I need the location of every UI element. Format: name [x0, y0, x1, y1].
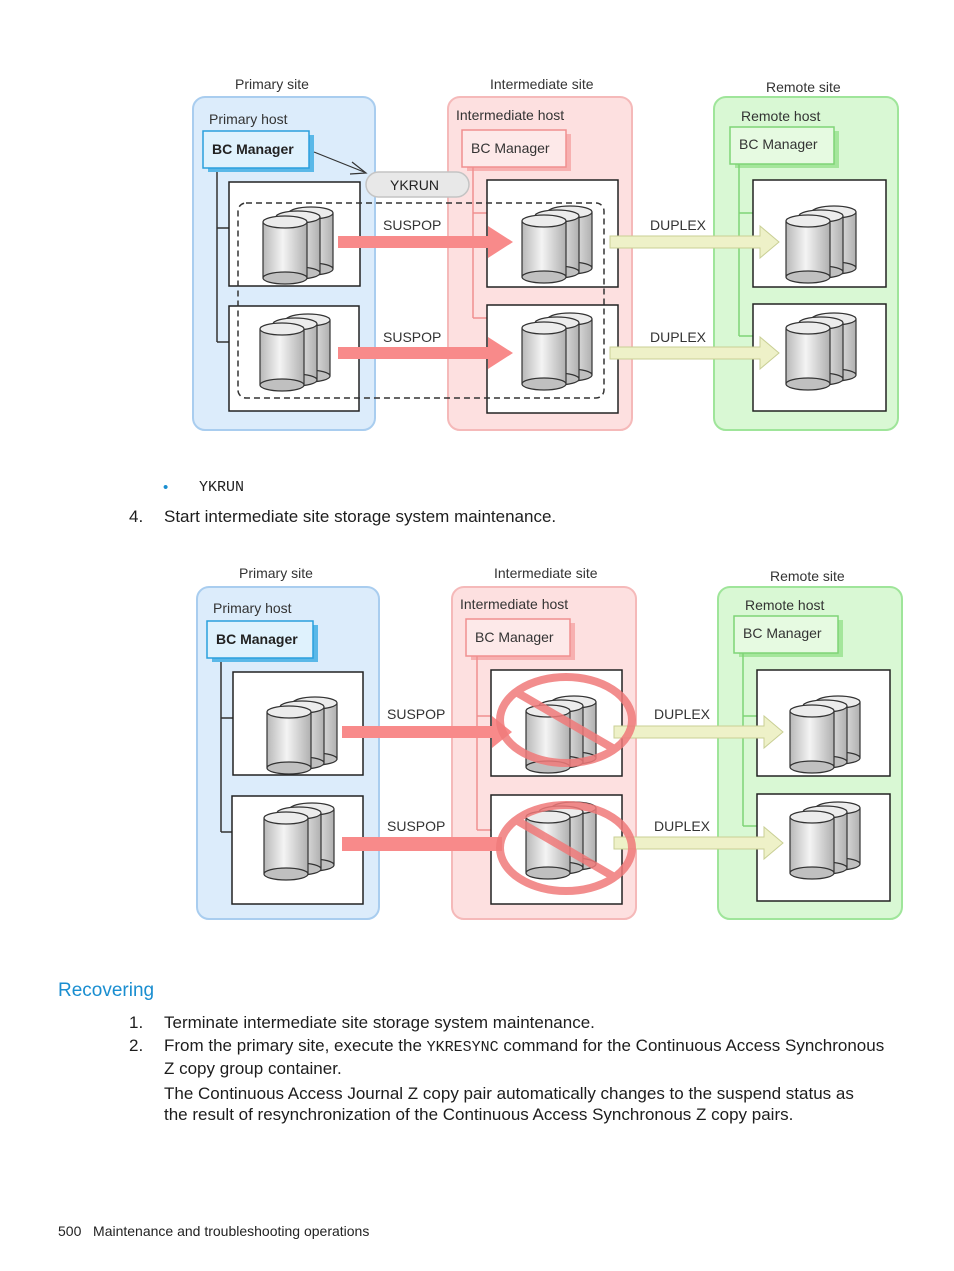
note-paragraph: The Continuous Access Journal Z copy pai…: [164, 1083, 924, 1127]
svg-text:BC Manager: BC Manager: [743, 625, 822, 641]
duplex-arrow-top: [613, 714, 784, 750]
duplex-arrow-top: [609, 224, 780, 260]
step-text: From the primary site, execute the YKRES…: [164, 1036, 885, 1078]
bc-manager-primary: [202, 130, 310, 169]
bc-manager-remote: [729, 126, 835, 165]
svg-text:BC Manager: BC Manager: [739, 136, 818, 152]
suspop-arrow-top: [342, 716, 512, 748]
bc-manager-intermediate: [465, 618, 571, 657]
suspop-arrow-bottom: [338, 337, 513, 369]
svg-text:BC Manager: BC Manager: [212, 141, 294, 157]
prohibited-icon-bottom: [496, 801, 636, 895]
svg-text:Remote site: Remote site: [770, 568, 845, 584]
primary-host-label: Primary host: [209, 111, 288, 127]
svg-text:SUSPOP: SUSPOP: [387, 818, 445, 834]
note-line-2: the result of resynchronization of the C…: [164, 1105, 794, 1124]
svg-text:Remote host: Remote host: [745, 597, 824, 613]
svg-text:SUSPOP: SUSPOP: [383, 329, 441, 345]
footer-title: Maintenance and troubleshooting operatio…: [93, 1223, 370, 1239]
command-ykresync: YKRESYNC: [426, 1039, 499, 1056]
page-number: 500: [58, 1223, 82, 1239]
svg-text:DUPLEX: DUPLEX: [654, 706, 711, 722]
intermediate-site-label: Intermediate site: [490, 76, 594, 92]
bullet-icon: •: [163, 479, 169, 496]
recover-step-1: 1. Terminate intermediate site storage s…: [129, 1012, 909, 1034]
ykrun-bubble: [365, 171, 470, 198]
svg-text:SUSPOP: SUSPOP: [387, 706, 445, 722]
step-number: 4.: [129, 507, 144, 526]
svg-text:BC Manager: BC Manager: [471, 140, 550, 156]
step-4: 4. Start intermediate site storage syste…: [129, 506, 909, 528]
duplex-arrow-bottom: [613, 825, 784, 861]
primary-site-label: Primary site: [235, 76, 309, 92]
suspop-arrow-top: [338, 226, 513, 258]
svg-text:DUPLEX: DUPLEX: [650, 217, 707, 233]
diagram-maintenance: Primary site Intermediate site Remote si…: [0, 490, 954, 940]
diagram-ykrun: Primary site Intermediate site Remote si…: [0, 0, 954, 450]
section-title-recovering: Recovering: [58, 980, 155, 1001]
remote-storage-1: [756, 669, 891, 777]
duplex-arrow-bottom: [609, 335, 780, 371]
svg-text:BC Manager: BC Manager: [216, 631, 298, 647]
svg-text:YKRUN: YKRUN: [390, 177, 439, 193]
svg-text:Primary host: Primary host: [213, 600, 292, 616]
remote-host-label: Remote host: [741, 108, 820, 124]
intermediate-host-label: Intermediate host: [456, 107, 564, 123]
svg-text:DUPLEX: DUPLEX: [650, 329, 707, 345]
svg-text:SUSPOP: SUSPOP: [383, 217, 441, 233]
bc-manager-primary: [206, 620, 314, 659]
bullet-command: YKRUN: [199, 479, 245, 496]
bc-manager-remote: [733, 615, 839, 654]
svg-text:Primary site: Primary site: [239, 565, 313, 581]
svg-text:BC Manager: BC Manager: [475, 629, 554, 645]
suspop-bar-bottom: [342, 837, 502, 851]
page-footer: 500 Maintenance and troubleshooting oper…: [58, 1223, 369, 1239]
remote-site-label: Remote site: [766, 79, 841, 95]
step-text: Start intermediate site storage system m…: [164, 507, 557, 526]
svg-text:Intermediate host: Intermediate host: [460, 596, 568, 612]
step-number: 1.: [129, 1013, 144, 1032]
svg-text:Intermediate site: Intermediate site: [494, 565, 598, 581]
step-text: Terminate intermediate site storage syst…: [164, 1013, 595, 1032]
copy-group-container: [237, 202, 605, 399]
note-line-1: The Continuous Access Journal Z copy pai…: [164, 1084, 854, 1103]
prohibited-icon-top: [496, 673, 636, 767]
step-number: 2.: [129, 1036, 144, 1055]
bc-manager-intermediate: [461, 129, 567, 168]
svg-text:DUPLEX: DUPLEX: [654, 818, 711, 834]
recover-step-2: 2. From the primary site, execute the YK…: [129, 1035, 909, 1079]
